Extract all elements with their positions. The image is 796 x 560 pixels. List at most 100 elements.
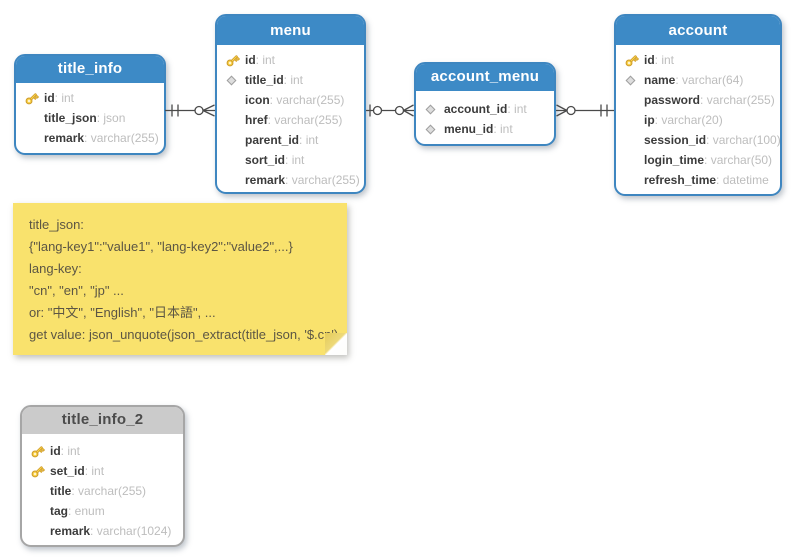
field-type: varchar(1024) — [90, 524, 172, 538]
relationship-title_info-menu[interactable] — [165, 100, 215, 121]
relationship-menu-account_menu[interactable] — [366, 100, 414, 121]
field-type: int — [507, 102, 527, 116]
table-account[interactable]: account idint namevarchar(64) passwordva… — [614, 14, 782, 196]
table-row[interactable]: iconvarchar(255) — [223, 90, 360, 110]
table-row[interactable]: idint — [22, 88, 160, 108]
table-row[interactable]: sort_idint — [223, 150, 360, 170]
primary-key-icon — [22, 91, 44, 106]
table-row[interactable]: title_jsonjson — [22, 108, 160, 128]
field-name: icon — [245, 93, 270, 107]
field-type: int — [493, 122, 513, 136]
field-name: tag — [50, 504, 68, 518]
table-row[interactable]: ipvarchar(20) — [622, 110, 776, 130]
field-type: varchar(50) — [704, 153, 772, 167]
foreign-key-icon — [622, 75, 644, 85]
table-row[interactable]: hrefvarchar(255) — [223, 110, 360, 130]
field-name: session_id — [644, 133, 707, 147]
table-row[interactable]: remarkvarchar(255) — [223, 170, 360, 190]
table-row[interactable]: login_timevarchar(50) — [622, 150, 776, 170]
field-type: enum — [68, 504, 105, 518]
table-row[interactable]: session_idvarchar(100) — [622, 130, 780, 150]
foreign-key-icon — [223, 75, 245, 85]
field-name: sort_id — [245, 153, 286, 167]
field-type: varchar(255) — [71, 484, 146, 498]
field-name: id — [644, 53, 655, 67]
field-type: varchar(64) — [675, 73, 743, 87]
table-row[interactable]: namevarchar(64) — [622, 70, 776, 90]
table-row[interactable]: idint — [28, 441, 179, 461]
note-line: or: "中文", "English", "日本語", ... — [29, 305, 216, 320]
table-row[interactable]: titlevarchar(255) — [28, 481, 179, 501]
table-title_info_2[interactable]: title_info_2 idint set_idint titlevarcha… — [20, 405, 185, 547]
field-name: name — [644, 73, 676, 87]
note-line: {"lang-key1":"value1", "lang-key2":"valu… — [29, 239, 293, 254]
table-account-header[interactable]: account — [616, 16, 780, 45]
table-title_info_2-header[interactable]: title_info_2 — [22, 407, 183, 434]
note-folded-corner — [325, 333, 347, 355]
table-account_menu[interactable]: account_menu account_idint menu_idint — [414, 62, 556, 146]
field-type: int — [85, 464, 104, 478]
table-row[interactable]: refresh_timedatetime — [622, 170, 776, 190]
table-account-rows: idint namevarchar(64) passwordvarchar(25… — [616, 45, 780, 194]
table-menu[interactable]: menu idint title_idint iconvarchar(255) … — [215, 14, 366, 194]
primary-key-icon — [622, 53, 644, 68]
table-account_menu-rows: account_idint menu_idint — [416, 91, 554, 143]
field-name: set_id — [50, 464, 85, 478]
field-name: remark — [245, 173, 286, 187]
table-account_menu-header[interactable]: account_menu — [416, 64, 554, 91]
field-type: int — [284, 73, 303, 87]
note-line: "cn", "en", "jp" ... — [29, 283, 124, 298]
field-name: id — [245, 53, 256, 67]
foreign-key-icon — [422, 104, 444, 114]
field-type: varchar(255) — [285, 173, 360, 187]
note-line: title_json: — [29, 217, 84, 232]
table-title_info_2-rows: idint set_idint titlevarchar(255) tagenu… — [22, 434, 183, 545]
field-name: title_json — [44, 111, 97, 125]
table-title_info[interactable]: title_info idint title_jsonjson remarkva… — [14, 54, 166, 155]
field-type: varchar(255) — [268, 113, 342, 127]
field-type: int — [256, 53, 275, 67]
field-type: varchar(255) — [270, 93, 344, 107]
table-row[interactable]: parent_idint — [223, 130, 360, 150]
note-line: get value: json_unquote(json_extract(tit… — [29, 327, 339, 342]
table-row[interactable]: account_idint — [422, 99, 550, 119]
table-row[interactable]: remarkvarchar(255) — [22, 128, 160, 148]
table-row[interactable]: idint — [622, 50, 776, 70]
table-row[interactable]: title_idint — [223, 70, 360, 90]
field-type: varchar(255) — [700, 93, 775, 107]
field-type: varchar(100) — [706, 133, 780, 147]
table-menu-header[interactable]: menu — [217, 16, 364, 45]
table-menu-rows: idint title_idint iconvarchar(255) hrefv… — [217, 45, 364, 192]
field-name: login_time — [644, 153, 705, 167]
table-row[interactable]: passwordvarchar(255) — [622, 90, 776, 110]
table-row[interactable]: set_idint — [28, 461, 179, 481]
primary-key-icon — [28, 444, 50, 459]
field-type: int — [299, 133, 319, 147]
table-row[interactable]: remarkvarchar(1024) — [28, 521, 179, 541]
field-type: int — [61, 444, 80, 458]
relationship-account_menu-account[interactable] — [556, 100, 614, 121]
field-name: remark — [50, 524, 91, 538]
field-type: varchar(255) — [84, 131, 159, 145]
field-type: int — [55, 91, 74, 105]
field-type: varchar(20) — [655, 113, 722, 127]
note-line: lang-key: — [29, 261, 82, 276]
field-name: ip — [644, 113, 655, 127]
sticky-note[interactable]: title_json: {"lang-key1":"value1", "lang… — [13, 203, 347, 355]
table-row[interactable]: menu_idint — [422, 119, 550, 139]
field-name: remark — [44, 131, 85, 145]
field-name: refresh_time — [644, 173, 717, 187]
field-name: href — [245, 113, 268, 127]
field-name: menu_id — [444, 122, 494, 136]
primary-key-icon — [223, 53, 245, 68]
table-title_info-rows: idint title_jsonjson remarkvarchar(255) — [16, 83, 164, 152]
primary-key-icon — [28, 464, 50, 479]
table-row[interactable]: idint — [223, 50, 360, 70]
table-title_info-header[interactable]: title_info — [16, 56, 164, 83]
field-name: password — [644, 93, 701, 107]
table-row[interactable]: tagenum — [28, 501, 179, 521]
field-name: id — [44, 91, 55, 105]
field-name: account_id — [444, 102, 508, 116]
field-type: int — [285, 153, 305, 167]
